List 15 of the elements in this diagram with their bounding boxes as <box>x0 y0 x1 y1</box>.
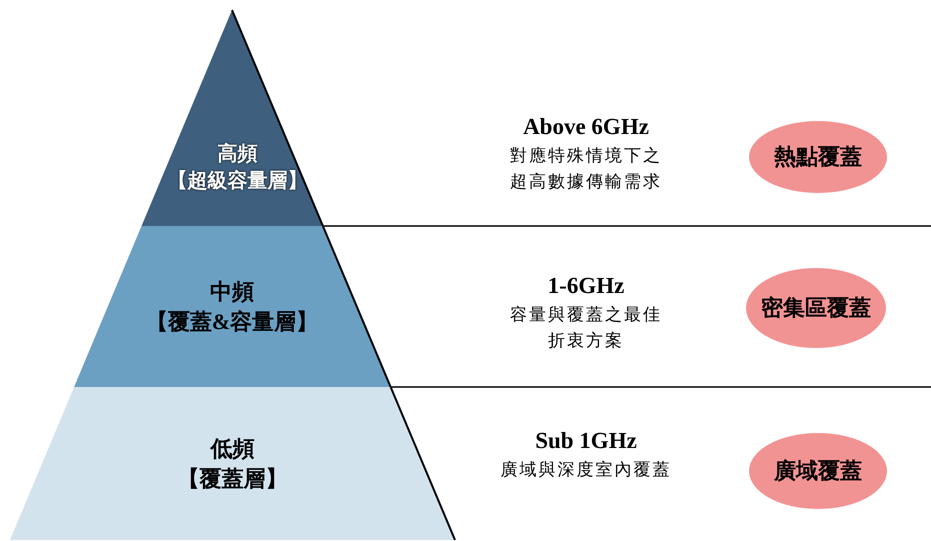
frequency-heading: Sub 1GHz <box>534 428 638 454</box>
tier-label: 【超級容量層】 <box>168 168 308 194</box>
coverage-label: 密集區覆蓋 <box>761 294 871 322</box>
tier-label: 低頻 <box>210 434 254 463</box>
frequency-heading: Above 6GHz <box>522 114 650 140</box>
description-text: 廣域與深度室內覆蓋 <box>500 459 672 481</box>
tier-label: 中頻 <box>210 278 254 306</box>
tier-label: 【覆蓋&容量層】 <box>146 308 318 336</box>
coverage-label: 廣域覆蓋 <box>774 457 862 485</box>
description-text: 容量與覆蓋之最佳折衷方案 <box>509 304 663 352</box>
frequency-heading: 1-6GHz <box>546 273 626 299</box>
description-text: 對應特殊情境下之超高數據傳輸需求 <box>509 145 663 192</box>
coverage-label: 熱點覆蓋 <box>774 143 862 171</box>
tier-label: 【覆蓋層】 <box>178 464 288 492</box>
tier-label: 高頻 <box>218 142 258 167</box>
